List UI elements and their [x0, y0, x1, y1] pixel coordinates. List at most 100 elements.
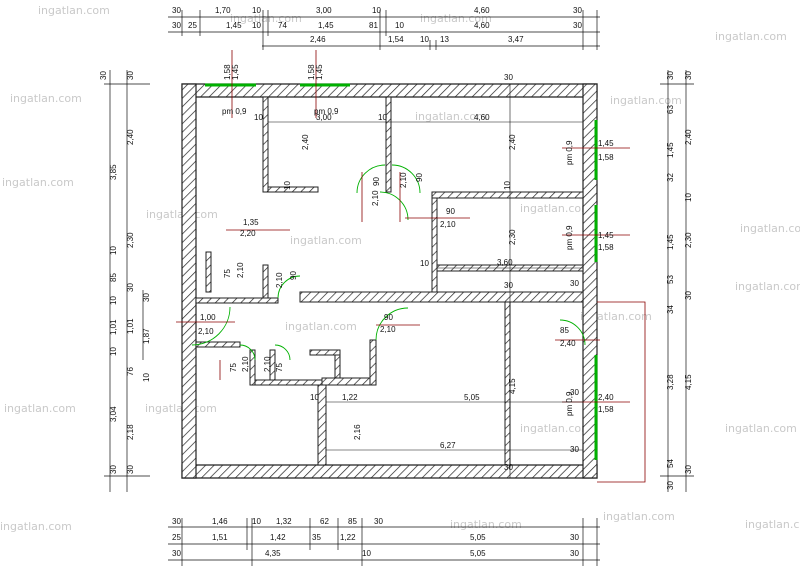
wall-east — [582, 83, 598, 479]
door-width: 1,00 — [200, 313, 216, 322]
dim-label: 10 — [372, 6, 381, 15]
door-height: 2,40 — [560, 339, 576, 348]
dim-label: 30 — [570, 533, 579, 542]
dim-label: 30 — [684, 465, 693, 474]
dim-label: 30 — [172, 6, 181, 15]
dim-label: 10 — [684, 193, 693, 202]
opening-labels: 1,45 1,58 pm 0,9 1,45 1,58 pm 0,9 1,45 1… — [222, 64, 614, 416]
door-height: 2,10 — [198, 327, 214, 336]
watermark: ingatlan.com — [285, 320, 357, 333]
dim-label: 10 — [109, 246, 118, 255]
dim-label: 2,46 — [310, 35, 326, 44]
dim-label: 4,60 — [474, 113, 490, 122]
dim-label: 2,40 — [301, 134, 310, 150]
wall-interior — [431, 191, 584, 199]
window-height: 1,58 — [307, 64, 316, 80]
top-dimension-row-3: 2,46 1,54 10 13 3,47 — [310, 35, 524, 44]
right-dimension-col-1: 30 63 1,45 32 1,45 53 34 3,28 54 30 — [666, 71, 675, 490]
dim-label: 1,32 — [276, 517, 292, 526]
dim-label: 1,54 — [388, 35, 404, 44]
door-width: 90 — [415, 173, 424, 182]
watermark: ingatlan.com — [10, 92, 82, 105]
door-height: 2,10 — [236, 262, 245, 278]
dim-label: 62 — [320, 517, 329, 526]
window-sill: pm 0,9 — [314, 107, 339, 116]
dim-label: 10 — [252, 21, 261, 30]
door-arc — [274, 344, 291, 361]
left-dimension-col-1: 30 3,85 10 85 10 1,01 10 3,04 30 — [99, 71, 118, 474]
watermark: ingatlan.com — [450, 518, 522, 531]
dim-label: 1,51 — [212, 533, 228, 542]
annotation-lines — [176, 50, 646, 483]
door-height: 2,10 — [380, 325, 396, 334]
door-height: 2,10 — [440, 220, 456, 229]
dim-label: 2,40 — [126, 129, 135, 145]
dim-label: 30 — [504, 281, 513, 290]
door-height: 2,10 — [275, 272, 284, 288]
dim-label: 76 — [126, 367, 135, 376]
outer-walls — [181, 83, 598, 479]
dim-label: 30 — [99, 71, 108, 80]
dim-label: 4,35 — [265, 549, 281, 558]
windows — [205, 83, 598, 460]
door-width: 1,35 — [243, 218, 259, 227]
dim-label: 10 — [310, 393, 319, 402]
top-dimension-row-2: 30 25 1,45 10 74 1,45 81 10 4,60 30 — [172, 21, 582, 30]
window-tag: 1,45 1,58 pm 0,9 — [222, 64, 247, 116]
dim-label: 1,01 — [109, 319, 118, 335]
dim-label: 3,47 — [508, 35, 524, 44]
wall-interior — [254, 379, 323, 386]
door-height: 2,10 — [241, 356, 250, 372]
wall-interior — [334, 354, 341, 379]
dim-label: 1,22 — [342, 393, 358, 402]
left-dimension-col-2: 30 2,40 2,30 30 1,01 76 2,18 30 — [126, 71, 135, 474]
door-height: 2,20 — [240, 229, 256, 238]
door-arc — [391, 164, 421, 194]
dim-label: 10 — [362, 549, 371, 558]
top-dimension-row-1: 30 1,70 10 3,00 10 4,60 30 — [172, 6, 582, 15]
dim-label: 85 — [109, 273, 118, 282]
dim-label: 3,00 — [316, 6, 332, 15]
door-arc — [379, 191, 409, 221]
dim-label: 1,42 — [270, 533, 286, 542]
window-width: 1,45 — [598, 139, 614, 148]
dim-label: 4,60 — [474, 21, 490, 30]
wall-interior — [195, 341, 241, 348]
window-tag: 2,40 1,58 pm 0,9 — [565, 391, 614, 416]
left-dimension-col-3: 30 1,87 10 — [142, 293, 151, 382]
dim-label: 30 — [142, 293, 151, 302]
dim-label: 35 — [312, 533, 321, 542]
watermark: ingatlan.com — [715, 30, 787, 43]
watermark: ingatlan.com — [145, 402, 217, 415]
dim-label: 1,22 — [340, 533, 356, 542]
door-arc — [559, 319, 586, 346]
dim-label: 30 — [126, 465, 135, 474]
wall-interior — [321, 377, 377, 386]
watermark: ingatlan.com — [415, 110, 487, 123]
dim-label: 30 — [126, 283, 135, 292]
dim-label: 30 — [570, 279, 579, 288]
dim-label: 34 — [666, 305, 675, 314]
dim-label: 10 — [378, 113, 387, 122]
dim-label: 85 — [348, 517, 357, 526]
window-sill: pm 0,9 — [565, 391, 574, 416]
dim-label: 30 — [666, 71, 675, 80]
dim-label: 10 — [420, 35, 429, 44]
watermark: ingatlan.com — [603, 510, 675, 523]
dim-label: 1,46 — [212, 517, 228, 526]
dim-label: 1,45 — [666, 234, 675, 250]
door-width: 90 — [289, 271, 298, 280]
bottom-dimension-row-3: 30 4,35 10 5,05 30 — [172, 549, 579, 558]
dim-label: 54 — [666, 459, 675, 468]
watermark: ingatlan.com — [420, 12, 492, 25]
dim-label: 2,30 — [126, 232, 135, 248]
window-height: 1,58 — [598, 153, 614, 162]
dim-label: 3,04 — [109, 406, 118, 422]
watermark: ingatlan.com — [4, 402, 76, 415]
dim-label: 3,00 — [316, 113, 332, 122]
window-width: 2,40 — [598, 393, 614, 402]
wall-interior — [262, 96, 269, 193]
dim-label: 5,05 — [470, 533, 486, 542]
watermark: ingatlan.com — [725, 422, 797, 435]
